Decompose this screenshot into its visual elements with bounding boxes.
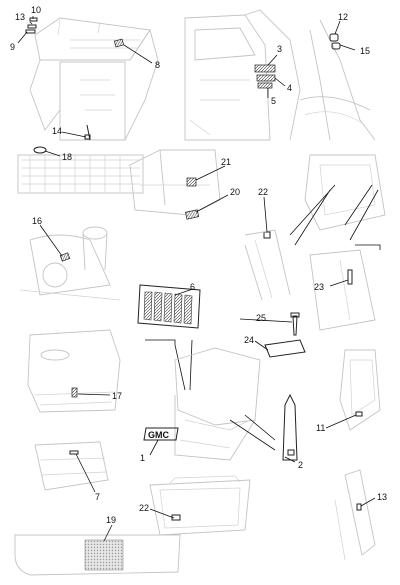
callout-21: 21	[221, 157, 231, 167]
b-pillar-view	[244, 229, 291, 301]
leader-lines	[17, 16, 376, 542]
callout-numbers: 10 13 9 8 14 18 3 4 5 12 15 21 20 22 16 …	[10, 5, 387, 525]
callout-3: 3	[277, 44, 282, 54]
part-25	[290, 312, 300, 336]
callout-9: 9	[10, 42, 15, 52]
label-22-pillar	[263, 231, 271, 239]
radiator-view	[17, 154, 144, 194]
label-8	[113, 38, 125, 48]
callout-20: 20	[230, 187, 240, 197]
part-18	[33, 146, 47, 154]
callout-22-top: 22	[258, 187, 268, 197]
callout-25: 25	[256, 313, 266, 323]
callout-15: 15	[360, 46, 370, 56]
callout-11: 11	[316, 423, 325, 433]
emblem-text: GMC	[148, 430, 169, 440]
pillar-closeup	[309, 244, 381, 331]
callout-16: 16	[32, 216, 42, 226]
callout-13-bottom: 13	[377, 492, 387, 502]
rear-cab-view	[304, 154, 386, 231]
callout-2: 2	[298, 460, 303, 470]
callout-1: 1	[140, 453, 145, 463]
label-19	[84, 539, 124, 571]
callout-23: 23	[314, 282, 324, 292]
callout-18: 18	[62, 152, 72, 162]
label-24	[264, 339, 306, 358]
label-17	[71, 387, 78, 398]
callout-14: 14	[52, 126, 62, 136]
label-21	[186, 177, 197, 187]
callout-13-top: 13	[15, 12, 25, 22]
label-20	[185, 209, 200, 220]
fuel-tank-view	[27, 329, 121, 413]
part-14	[84, 124, 91, 141]
mud-flap	[282, 393, 298, 461]
engine-view	[19, 226, 121, 301]
label-6-sheet	[137, 284, 201, 329]
callout-24: 24	[244, 335, 254, 345]
callout-5: 5	[271, 96, 276, 106]
interior-view	[129, 149, 221, 216]
callout-4: 4	[287, 83, 292, 93]
hood-view	[29, 17, 159, 141]
callout-10: 10	[31, 5, 41, 15]
part-9-10-13	[25, 17, 38, 34]
sun-visor-view	[14, 534, 181, 576]
cab-door-view	[184, 9, 301, 141]
gmc-emblem: GMC	[143, 427, 179, 441]
pillar-bottom-view	[334, 469, 376, 561]
sleeper-view	[149, 475, 251, 536]
rear-door-view	[339, 349, 381, 431]
callout-22-bottom: 22	[139, 503, 149, 513]
callout-8: 8	[155, 60, 160, 70]
labels-3-4-5	[254, 64, 276, 89]
battery-box-view	[34, 441, 109, 491]
callout-17: 17	[112, 391, 122, 401]
label-16	[59, 252, 71, 262]
callout-7: 7	[95, 492, 100, 502]
callout-6: 6	[190, 282, 195, 292]
callout-19: 19	[106, 515, 116, 525]
truck-front-view	[174, 347, 261, 461]
callout-12: 12	[338, 12, 348, 22]
parts-12-15	[329, 33, 341, 50]
